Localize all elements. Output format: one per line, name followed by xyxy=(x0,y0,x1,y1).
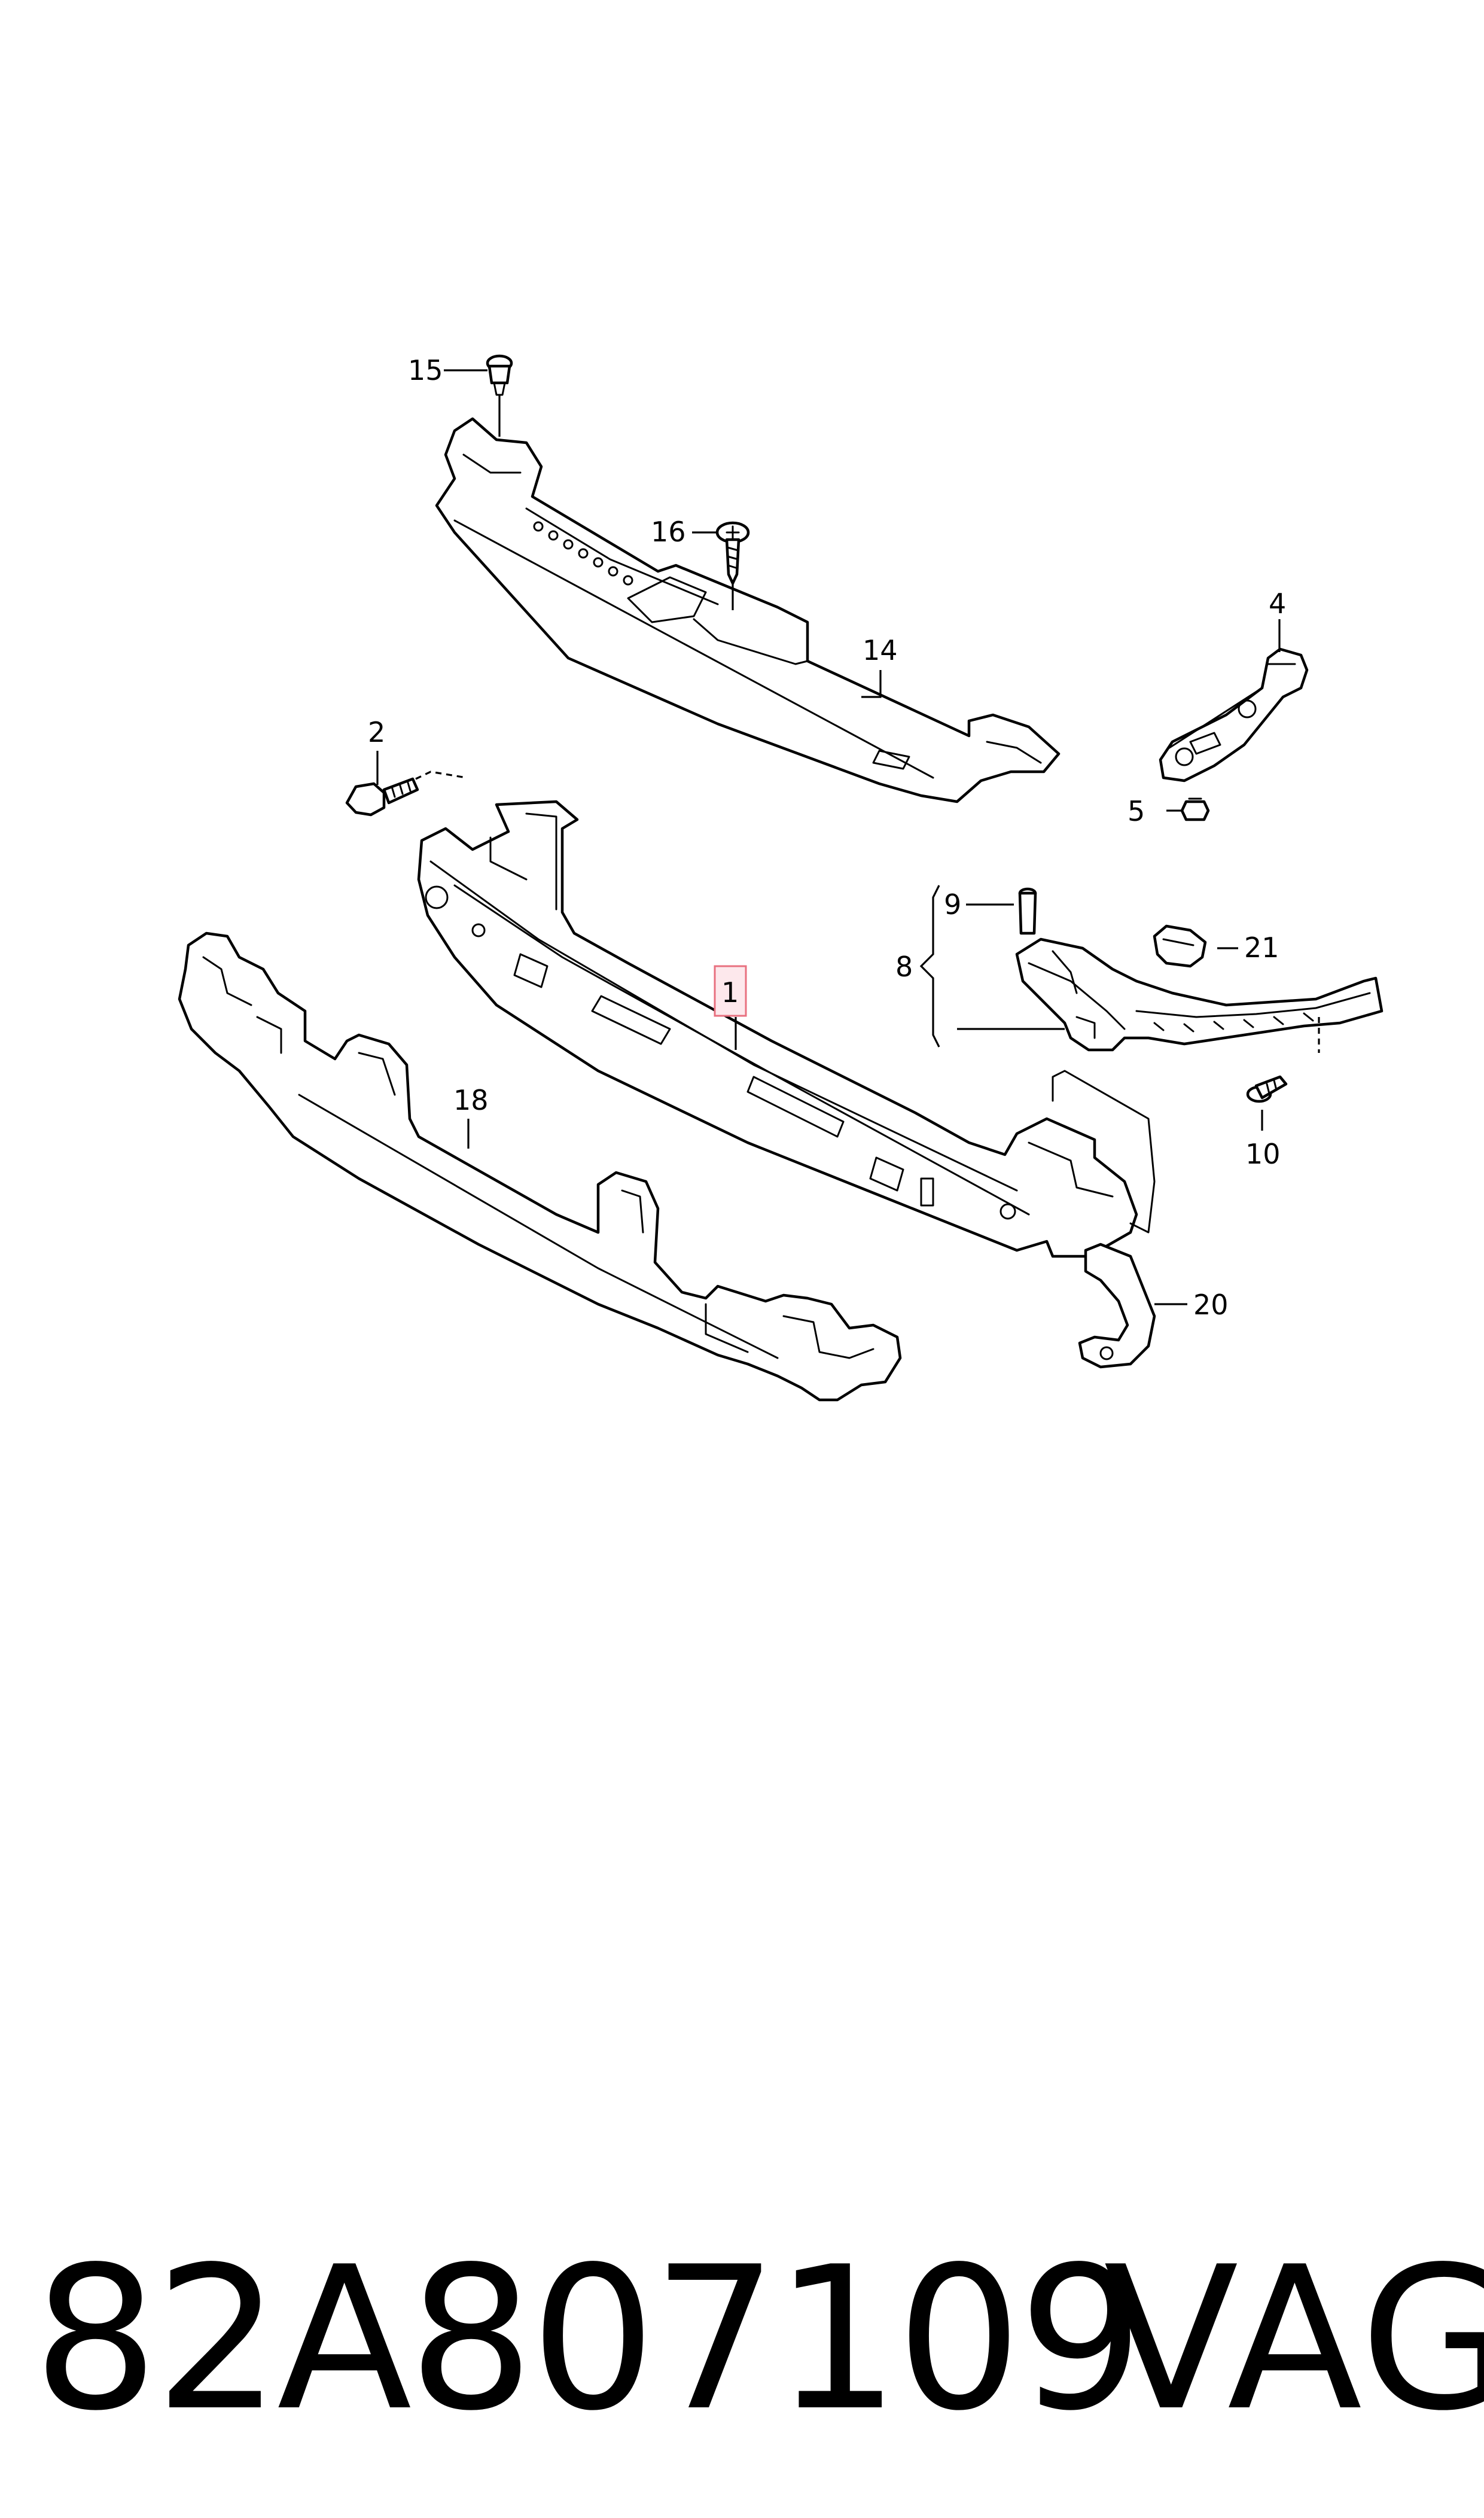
brand-name: VAG xyxy=(1104,2224,1484,2454)
part-10-screw[interactable] xyxy=(1246,1075,1288,1103)
callout-9[interactable]: 9 xyxy=(944,888,961,921)
callout-1-highlight xyxy=(714,965,747,1017)
part-20-small-bracket[interactable] xyxy=(1078,1243,1156,1369)
part-16-screw[interactable] xyxy=(715,521,750,585)
part-14-upper-panel[interactable] xyxy=(435,417,1061,803)
callout-4[interactable]: 4 xyxy=(1269,587,1286,620)
callout-8[interactable]: 8 xyxy=(895,951,913,983)
part-number: 82A807109 xyxy=(33,2224,1144,2454)
callout-16[interactable]: 16 xyxy=(651,516,686,548)
part-4-side-bracket[interactable] xyxy=(1159,647,1309,783)
callout-18[interactable]: 18 xyxy=(453,1084,489,1116)
callout-1[interactable]: 1 xyxy=(721,976,739,1009)
callout-5[interactable]: 5 xyxy=(1128,795,1145,827)
part-8-bracket-assembly[interactable] xyxy=(1015,937,1384,1052)
part-18-energy-absorber[interactable] xyxy=(178,931,902,1402)
callout-15[interactable]: 15 xyxy=(408,354,443,386)
part-1-bumper-reinforcement[interactable] xyxy=(417,800,1156,1258)
footer-caption: 82A807109 VAG xyxy=(0,2213,1484,2465)
part-15-clip[interactable] xyxy=(486,354,513,396)
callout-21[interactable]: 21 xyxy=(1244,931,1279,964)
callout-2[interactable]: 2 xyxy=(368,716,385,748)
part-9-sleeve[interactable] xyxy=(1018,887,1037,935)
callout-14[interactable]: 14 xyxy=(863,634,898,666)
callout-labels: 1 2 4 5 8 9 10 14 15 16 18 20 21 xyxy=(368,354,1286,1321)
part-2-bolt[interactable] xyxy=(345,777,419,817)
part-5-nut[interactable] xyxy=(1180,797,1210,821)
callout-10[interactable]: 10 xyxy=(1245,1138,1281,1170)
leader-lines xyxy=(376,369,1320,1305)
panel-grid-holes xyxy=(533,521,633,586)
part-21-clip[interactable] xyxy=(1153,924,1207,968)
callout-20[interactable]: 20 xyxy=(1193,1289,1229,1321)
